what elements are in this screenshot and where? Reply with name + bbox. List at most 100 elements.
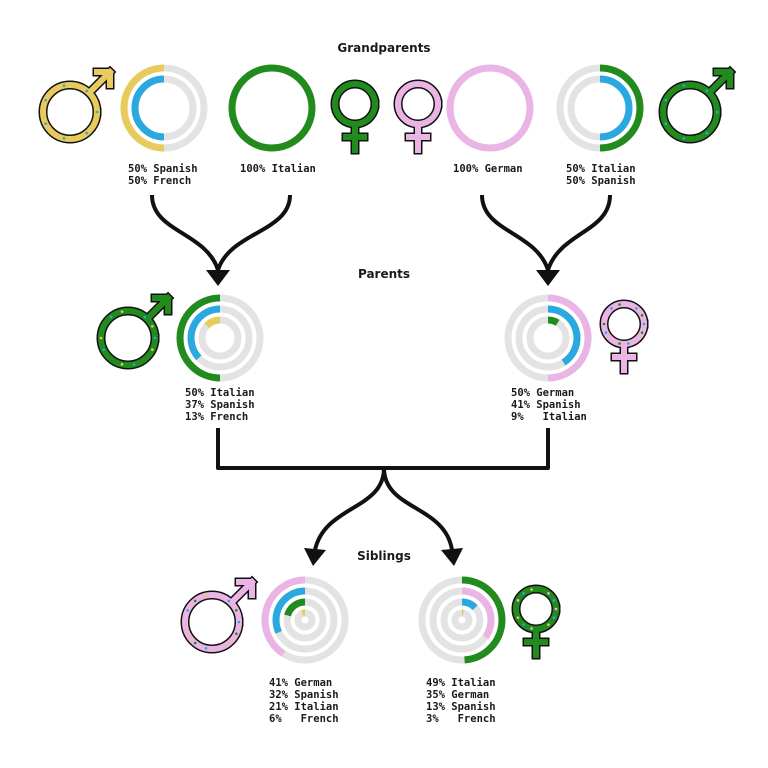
ancestry-line: 3% French: [426, 713, 496, 725]
arrowhead-p1: [206, 270, 230, 286]
symbol-speckles: [41, 84, 99, 140]
speckle: [333, 102, 337, 106]
speckle: [618, 303, 621, 306]
ring-arc-italian: [228, 64, 316, 152]
speckle: [349, 122, 352, 125]
male-symbol-icon: [658, 65, 737, 144]
symbol-fill: [343, 121, 367, 153]
symbol-fill: [143, 293, 173, 323]
ring-track: [294, 609, 316, 631]
connector-gp4-p2: [546, 194, 612, 271]
speckle: [371, 94, 375, 97]
speckle: [404, 87, 407, 90]
speckle: [235, 632, 238, 636]
speckle: [552, 599, 556, 602]
symbol-speckles: [333, 83, 377, 125]
speckle: [404, 118, 407, 121]
ring-arc-german: [446, 64, 534, 152]
symbol-fill: [513, 586, 560, 632]
speckle: [627, 303, 630, 306]
speckle: [204, 647, 208, 650]
speckle: [102, 348, 105, 352]
speckle: [554, 607, 558, 611]
speckle: [151, 324, 154, 328]
speckle: [516, 599, 520, 602]
speckle: [85, 131, 89, 135]
ancestry-line: 9% Italian: [511, 411, 587, 423]
ancestry-ring: [556, 64, 644, 152]
ancestry-ring: [418, 576, 506, 664]
speckle: [204, 594, 208, 597]
speckle: [85, 89, 89, 93]
ancestry-line: 50% French: [128, 175, 191, 187]
speckle: [44, 98, 47, 102]
speckle: [93, 122, 96, 126]
connector-sibling-1: [313, 467, 386, 551]
speckle: [642, 322, 646, 326]
speckle: [604, 331, 608, 334]
speckle: [539, 627, 542, 630]
symbol-fill: [524, 626, 548, 658]
speckle: [429, 87, 432, 90]
person-grandparent-2: 100% Italian: [228, 64, 380, 175]
speckle: [132, 363, 136, 366]
ring-arc-spanish: [461, 598, 478, 611]
speckle: [109, 357, 113, 361]
speckle: [618, 342, 621, 345]
female-symbol-icon: [330, 79, 380, 155]
speckle: [371, 111, 375, 114]
ancestry-label: 50% Italian 37% Spanish 13% French: [185, 387, 261, 423]
connector-gp2-p1: [216, 194, 292, 271]
speckle: [227, 599, 231, 603]
speckle: [514, 607, 518, 611]
siblings-title: Siblings: [357, 549, 411, 563]
ring-arc-spanish: [547, 305, 581, 366]
speckle: [51, 89, 55, 93]
ancestry-label: 49% Italian 35% German 13% Spanish 3% Fr…: [426, 677, 502, 725]
ancestry-ring: [228, 64, 316, 152]
ring-arc-italian: [461, 576, 506, 664]
ancestry-line: 35% German: [426, 689, 489, 701]
speckle: [522, 592, 525, 595]
speckle: [412, 122, 415, 125]
arrowhead-s2: [441, 548, 463, 566]
speckle: [193, 599, 197, 603]
speckle: [227, 641, 231, 645]
speckle: [99, 336, 103, 340]
ring-arc-german: [261, 576, 306, 657]
speckle: [705, 89, 709, 93]
ancestry-line: 13% Spanish: [426, 701, 496, 713]
speckle: [396, 102, 400, 106]
ancestry-line: 100% Italian: [240, 163, 316, 175]
symbol-fill: [227, 577, 257, 607]
ancestry-label: 100% Italian: [240, 163, 316, 175]
male-symbol-icon: [38, 65, 117, 144]
speckle: [193, 641, 197, 645]
ancestry-line: 32% Spanish: [269, 689, 339, 701]
speckle: [434, 111, 438, 114]
speckle: [398, 111, 402, 114]
speckle: [341, 118, 344, 121]
speckle: [358, 83, 361, 86]
speckle: [93, 98, 96, 102]
speckle: [436, 102, 440, 106]
ring-arc-spanish: [187, 305, 221, 361]
ancestry-line: 50% Italian: [185, 387, 255, 399]
speckle: [341, 87, 344, 90]
speckle: [682, 84, 686, 87]
speckle: [429, 118, 432, 121]
speckle: [366, 87, 369, 90]
person-sibling-2: 49% Italian 35% German 13% Spanish 3% Fr…: [418, 576, 561, 725]
speckle: [335, 94, 339, 97]
speckle: [671, 89, 675, 93]
speckle: [216, 594, 220, 597]
ring-arc-french: [120, 64, 165, 152]
speckle: [102, 324, 105, 328]
ancestry-label: 100% German: [453, 163, 523, 175]
symbol-fill: [612, 341, 636, 373]
person-parent-2: 50% German 41% Spanish 9% Italian: [504, 294, 649, 423]
person-parent-1: 50% Italian 37% Spanish 13% French: [96, 291, 264, 423]
ring-arc-spanish: [599, 75, 633, 141]
speckle: [705, 131, 709, 135]
